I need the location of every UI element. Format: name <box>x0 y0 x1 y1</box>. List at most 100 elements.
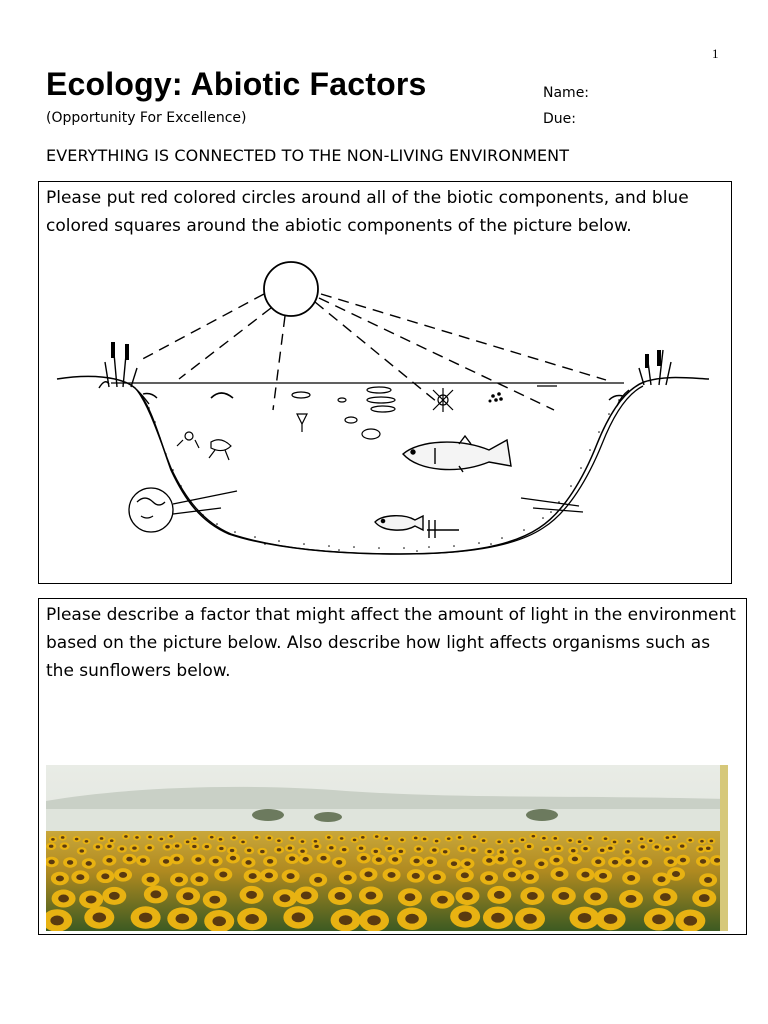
light-factor-box: Please describe a factor that might affe… <box>38 598 747 935</box>
sunflower-center <box>334 891 346 900</box>
sunflower-center <box>314 844 319 849</box>
sunflower-center <box>671 871 681 877</box>
sunflower-center <box>135 836 139 839</box>
sunflower-center <box>361 836 365 839</box>
sunflower-center <box>648 839 653 843</box>
sunflower-center <box>192 844 197 849</box>
sunflower-center <box>642 859 649 865</box>
sunflower-center <box>581 871 590 878</box>
sunflower-center <box>599 872 608 879</box>
sunflower-center <box>146 876 155 883</box>
sunflower-center <box>365 891 377 900</box>
sunflower-center <box>667 859 674 864</box>
sunflower-center <box>109 839 114 843</box>
sunflower-center <box>300 891 312 900</box>
sunflower-center <box>343 874 352 881</box>
magnified-microorganism-icon <box>128 487 238 533</box>
sunflower-center <box>411 872 420 879</box>
sunflower-center <box>139 858 147 863</box>
sunflower-center <box>588 836 592 840</box>
sunflower-center <box>165 845 170 849</box>
sunflower-center <box>683 915 698 926</box>
sunflower-center <box>665 836 670 839</box>
sunflower-center <box>58 894 69 903</box>
biotic-abiotic-instruction: Please put red colored circles around al… <box>46 188 689 236</box>
sunflower-center <box>173 856 180 862</box>
sunflower-center <box>314 876 323 883</box>
sunflower-center <box>352 838 357 842</box>
sunflower-center <box>266 859 274 864</box>
sunflower-center <box>426 859 434 865</box>
sunflower-center <box>405 913 419 924</box>
sunflower-center <box>288 856 296 861</box>
sunflower-center <box>150 890 162 899</box>
sunflower-center <box>95 845 101 849</box>
sunflower-center <box>248 873 257 880</box>
sunflower-center <box>709 839 714 843</box>
sunflower-center <box>367 915 381 926</box>
sunflower-center <box>276 848 282 852</box>
sunflower-center <box>398 849 404 854</box>
sunflower-center <box>300 840 305 843</box>
sunflower-center <box>138 912 153 923</box>
sunflower-center <box>497 856 504 862</box>
sunflower-center <box>277 839 281 842</box>
sunflower-center <box>583 847 588 851</box>
sunflower-center <box>192 837 197 840</box>
sunflower-center <box>267 836 272 840</box>
sunflower-center <box>577 840 582 844</box>
sunflower-center <box>76 874 85 881</box>
sunflower-center <box>387 871 396 878</box>
sunflower-center <box>654 845 659 849</box>
sunflower-center <box>320 855 327 861</box>
sun-icon <box>263 261 319 317</box>
sunflower-center <box>338 915 353 926</box>
sunflower-center <box>313 839 318 843</box>
sunflower-center <box>106 858 113 863</box>
sunflower-center <box>553 857 560 863</box>
sunflower-center <box>229 848 235 853</box>
sunflower-center <box>611 859 619 865</box>
sunflower-center <box>341 847 347 852</box>
sunflower-center <box>432 874 441 881</box>
large-fish-icon <box>402 434 512 473</box>
sunflower-center <box>434 839 439 843</box>
sunflower-center <box>99 837 104 840</box>
sunflower-center <box>603 837 608 840</box>
sunflower-center <box>450 861 458 866</box>
sunflower-center <box>195 857 202 862</box>
sunflower-center <box>246 890 257 899</box>
sunflower-center <box>679 857 687 863</box>
sunflower-center <box>132 846 137 850</box>
sunflower-center <box>652 914 666 925</box>
sunflower-center <box>329 846 334 850</box>
sunflower-center <box>416 847 421 851</box>
sunflower-center <box>229 855 237 861</box>
sunflower-center <box>174 844 180 848</box>
sunflower-center <box>108 891 120 900</box>
sunflower-center <box>705 846 711 850</box>
sunflower-center <box>148 835 152 839</box>
sunflower-center <box>590 892 602 901</box>
sunflower-center <box>209 835 214 839</box>
sunflower-center <box>486 858 493 863</box>
sunflower-center <box>625 894 637 903</box>
sunflower-center <box>101 873 110 880</box>
sunflower-center <box>413 858 420 864</box>
sunflower-center <box>571 856 579 862</box>
sunflower-center <box>286 873 295 880</box>
sunflower-center <box>520 838 525 842</box>
biotic-abiotic-box: Please put red colored circles around al… <box>38 181 732 584</box>
sunflower-center <box>612 840 617 844</box>
sunflower-center <box>62 844 67 848</box>
sunflower-center <box>491 912 505 923</box>
sunflower-center <box>544 847 550 851</box>
sunflower-center <box>360 855 367 861</box>
sunflower-center <box>85 861 92 866</box>
page-number: 1 <box>712 46 719 61</box>
sunflower-center <box>327 836 331 839</box>
sunflower-center <box>195 876 204 883</box>
sunflower-center <box>665 847 670 851</box>
sunflower-center <box>375 857 382 862</box>
sunflower-center <box>373 849 379 854</box>
